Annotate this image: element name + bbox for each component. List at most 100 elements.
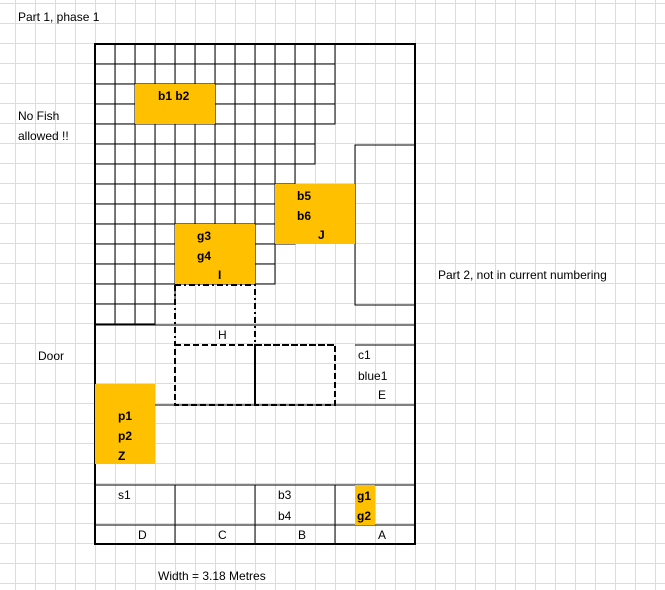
grid-cell xyxy=(214,203,236,225)
grid-cell xyxy=(134,63,156,85)
tank-label-g1: g1 xyxy=(357,489,372,503)
tank-label-b3: b3 xyxy=(278,488,292,502)
grid-cell xyxy=(234,123,256,145)
grid-cell xyxy=(134,223,156,245)
grid-cell xyxy=(234,143,256,165)
grid-cell xyxy=(94,143,116,165)
grid-cell xyxy=(114,223,136,245)
tank-label-g4: g4 xyxy=(197,249,212,263)
tank-label-A: A xyxy=(378,528,387,542)
grid-cell xyxy=(114,103,136,125)
grid-cell xyxy=(314,43,336,65)
grid-cell xyxy=(174,163,196,185)
tank-label-C: C xyxy=(218,528,227,542)
grid-cell xyxy=(114,63,136,85)
grid-cell xyxy=(94,263,116,285)
tank-label-J: J xyxy=(318,228,325,242)
grid-cell xyxy=(154,243,176,265)
grid-cell xyxy=(114,43,136,65)
grid-cell xyxy=(114,263,136,285)
grid-cell xyxy=(254,223,276,245)
tank-label-b1b2: b1 b2 xyxy=(158,89,190,103)
grid-cell xyxy=(134,243,156,265)
grid-cell xyxy=(154,263,176,285)
no-fish-label-line1: No Fish xyxy=(18,109,60,123)
grid-cell xyxy=(234,183,256,205)
grid-cell xyxy=(154,223,176,245)
grid-cell xyxy=(114,283,136,305)
grid-cell xyxy=(94,123,116,145)
grid-cell xyxy=(114,243,136,265)
grid-cell xyxy=(214,103,236,125)
grid-cell xyxy=(94,303,116,325)
grid-cell xyxy=(254,163,276,185)
grid-cell xyxy=(114,163,136,185)
grid-cell xyxy=(134,263,156,285)
grid-cell xyxy=(274,83,296,105)
grid-cell xyxy=(274,123,296,145)
part2-label: Part 2, not in current numbering xyxy=(438,268,607,282)
grid-cell xyxy=(134,183,156,205)
grid-cell xyxy=(294,43,316,65)
grid-cell xyxy=(114,203,136,225)
grid-cell xyxy=(294,103,316,125)
tank-label-g3: g3 xyxy=(197,229,212,243)
grid-cell xyxy=(134,283,156,305)
grid-cell xyxy=(254,43,276,65)
grid-cell xyxy=(214,163,236,185)
tank-g1-g2 xyxy=(355,485,375,525)
grid-cell xyxy=(194,143,216,165)
grid-cell xyxy=(94,83,116,105)
dashed-tanks xyxy=(174,284,336,406)
grid-cell xyxy=(154,63,176,85)
tank-b5-b6 xyxy=(275,184,355,244)
grid-cell xyxy=(114,143,136,165)
grid-cell xyxy=(254,243,276,265)
grid-cell xyxy=(114,83,136,105)
grid-cell xyxy=(134,43,156,65)
part1-label: Part 1, phase 1 xyxy=(18,10,100,24)
grid-cell xyxy=(94,63,116,85)
grid-cell xyxy=(154,203,176,225)
grid-cell xyxy=(234,163,256,185)
width-label: Width = 3.18 Metres xyxy=(158,569,266,583)
grid-cell xyxy=(294,143,316,165)
room-outline xyxy=(94,43,416,545)
grid-cell xyxy=(254,203,276,225)
grid-cell xyxy=(134,163,156,185)
grid-cell xyxy=(294,63,316,85)
grid-cell xyxy=(234,103,256,125)
grid-cell xyxy=(274,163,296,185)
grid-cell xyxy=(254,183,276,205)
door-label: Door xyxy=(38,349,65,363)
tank-p1-p2 xyxy=(95,384,155,464)
grid-cell xyxy=(134,203,156,225)
grid-cell xyxy=(214,183,236,205)
grid-cell xyxy=(94,183,116,205)
grid-cell xyxy=(214,143,236,165)
grid-cell xyxy=(174,63,196,85)
grid-cell xyxy=(174,123,196,145)
grid-cell xyxy=(254,83,276,105)
grid-cell xyxy=(254,263,276,285)
tank-label-D: D xyxy=(138,528,147,542)
grid-cell xyxy=(154,43,176,65)
grid-cell xyxy=(194,163,216,185)
grid-cell xyxy=(154,283,176,305)
tank-label-b4: b4 xyxy=(278,509,292,523)
grid-cell xyxy=(214,63,236,85)
grid-cell xyxy=(194,183,216,205)
tank-label-I: I xyxy=(218,268,222,282)
grid-cell xyxy=(274,103,296,125)
grid-cell xyxy=(94,163,116,185)
tank-label-s1: s1 xyxy=(118,488,131,502)
grid-cell xyxy=(154,123,176,145)
grid-cell xyxy=(114,123,136,145)
grid-cell xyxy=(134,143,156,165)
grid-cell xyxy=(194,203,216,225)
tank-label-H: H xyxy=(218,328,227,342)
grid-cell xyxy=(94,203,116,225)
grid-cell xyxy=(154,183,176,205)
grid-cell xyxy=(174,203,196,225)
